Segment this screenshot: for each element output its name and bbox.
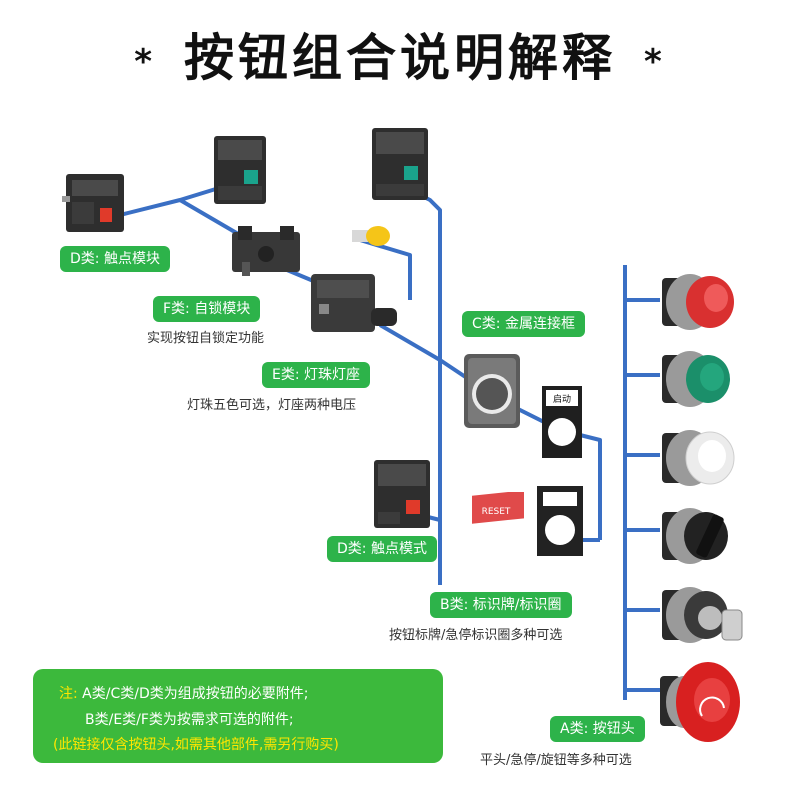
- note-line-1: 注: A类/C类/D类为组成按钮的必要附件;: [59, 683, 308, 703]
- label-b: B类: 标识牌/标识圈: [430, 592, 572, 618]
- label-e-sub: 灯珠五色可选，灯座两种电压: [187, 398, 357, 413]
- title-star-right: *: [644, 41, 666, 82]
- label-d-bottom: D类: 触点模式: [327, 536, 437, 562]
- key-switch-icon: [662, 587, 743, 643]
- contact-block-lower-icon: [374, 460, 430, 528]
- reset-plate-icon: RESET: [472, 492, 524, 524]
- lamp-holder-icon: [311, 274, 397, 332]
- title-star-left: *: [134, 41, 156, 82]
- page-title: * 按钮组合说明解释 *: [0, 18, 800, 90]
- note-line-3: (此链接仅含按钮头,如需其他部件,需另行购买): [53, 737, 339, 753]
- metal-frame-icon: [464, 354, 520, 428]
- label-f: F类: 自锁模块: [153, 296, 261, 322]
- label-c: C类: 金属连接框: [462, 311, 585, 337]
- label-a: A类: 按钮头: [550, 716, 645, 742]
- selector-switch-icon: [662, 508, 728, 564]
- blank-plate-icon: [537, 486, 583, 556]
- note-line-1-text: A类/C类/D类为组成按钮的必要附件;: [77, 686, 309, 702]
- title-text: 按钮组合说明解释: [184, 29, 616, 87]
- contact-block-green-icon: [214, 136, 266, 204]
- line-e-c: [378, 323, 602, 540]
- contact-block-upper-icon: [372, 128, 428, 200]
- latch-module-icon: [232, 226, 300, 276]
- note-line-2: B类/E类/F类为按需求可选的附件;: [85, 712, 294, 728]
- note-box: 注: A类/C类/D类为组成按钮的必要附件; B类/E类/F类为按需求可选的附件…: [33, 669, 443, 763]
- start-plate-text: 启动: [553, 393, 571, 405]
- line-d-f: [178, 198, 242, 237]
- red-button-head-icon: [662, 274, 734, 330]
- start-plate-icon: 启动: [542, 386, 582, 458]
- contact-block-icon: [62, 174, 124, 232]
- label-b-sub: 按钮标牌/急停标识圈多种可选: [389, 628, 563, 643]
- label-f-sub: 实现按钮自锁定功能: [147, 331, 265, 346]
- emergency-stop-icon: [660, 662, 740, 742]
- label-e: E类: 灯珠灯座: [262, 362, 371, 388]
- lamp-bulb-icon: [352, 226, 390, 246]
- white-button-head-icon: [662, 430, 735, 486]
- green-button-head-icon: [662, 351, 730, 407]
- note-prefix: 注:: [59, 686, 78, 702]
- reset-plate-text: RESET: [482, 507, 511, 517]
- label-a-sub: 平头/急停/旋钮等多种可选: [480, 753, 632, 768]
- label-d-top: D类: 触点模块: [60, 246, 170, 272]
